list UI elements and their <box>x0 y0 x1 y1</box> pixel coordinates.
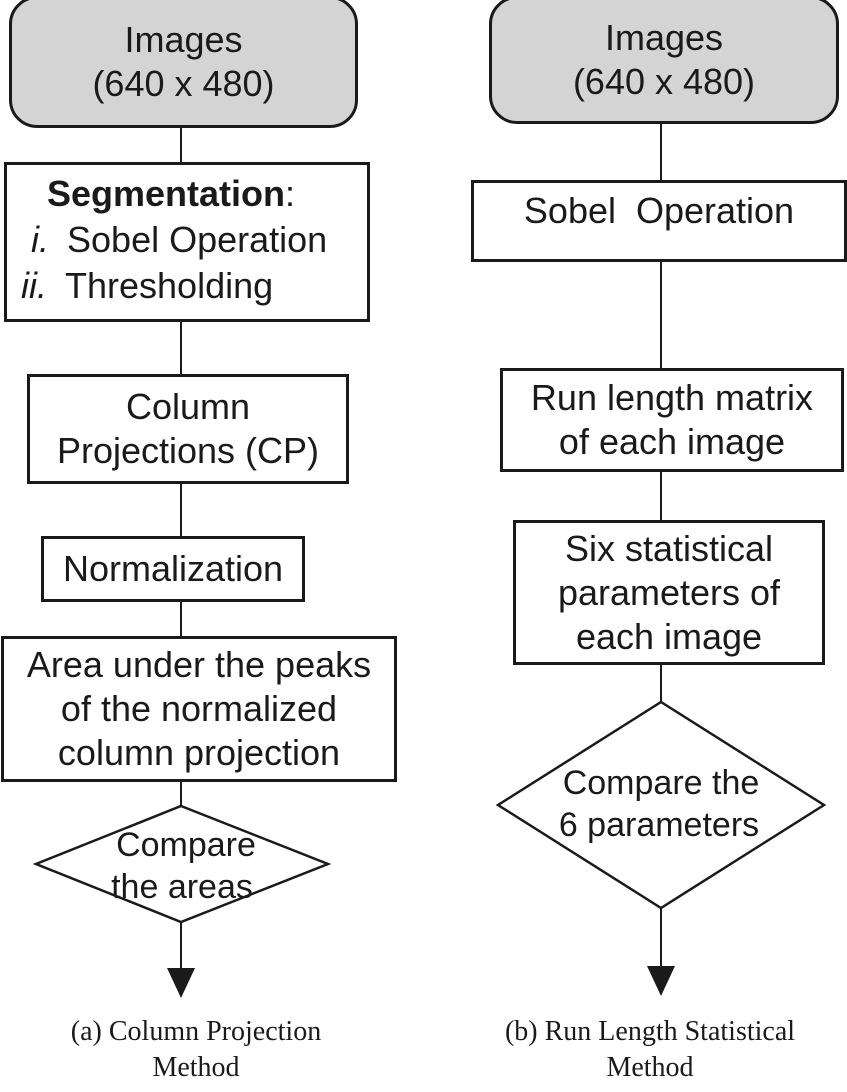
right-caption: (b) Run Length Statistical Method <box>470 1014 830 1086</box>
left-compare-line2: the areas <box>111 868 253 906</box>
six-params-line1: Six statistical <box>564 527 774 569</box>
segmentation-item-thresholding: ii. Thresholding <box>21 263 273 309</box>
left-caption: (a) Column Projection Method <box>16 1014 376 1086</box>
run-length-matrix-box: Run length matrix of each image <box>500 368 844 472</box>
left-caption-line1: (a) Column Projection <box>70 1016 322 1047</box>
right-compare-label: Compare the 6 parameters <box>538 762 798 846</box>
area-line2: of the normalized <box>60 688 338 729</box>
segmentation-item-label: Sobel Operation <box>67 219 328 260</box>
right-caption-line1: (b) Run Length Statistical <box>504 1016 796 1047</box>
area-line1: Area under the peaks <box>26 644 372 685</box>
six-params-line2: parameters of <box>557 571 781 613</box>
area-line3: column projection <box>57 732 341 773</box>
sobel-operation-label: Sobel Operation <box>523 190 795 231</box>
left-images-title: Images <box>124 19 243 60</box>
normalization-box: Normalization <box>41 536 305 602</box>
segmentation-heading: Segmentation <box>47 173 286 214</box>
segmentation-item-number: ii. <box>21 265 47 306</box>
column-projections-line1: Column <box>125 386 251 427</box>
segmentation-colon: : <box>285 173 296 214</box>
right-images-box: Images (640 x 480) <box>489 0 839 124</box>
column-projections-line2: Projections (CP) <box>56 430 320 471</box>
run-length-line1: Run length matrix <box>530 377 814 418</box>
right-arrowhead <box>647 966 675 996</box>
left-compare-label: Compare the areas <box>96 824 276 908</box>
right-compare-diamond <box>495 700 827 910</box>
six-params-line3: each image <box>575 615 763 657</box>
left-compare-diamond <box>32 804 332 924</box>
area-under-peaks-box: Area under the peaks of the normalized c… <box>1 636 397 782</box>
left-compare-line1: Compare <box>116 826 256 864</box>
segmentation-item-number: i. <box>31 219 49 260</box>
sobel-operation-box: Sobel Operation <box>471 180 847 262</box>
left-images-size: (640 x 480) <box>92 63 275 104</box>
left-arrowhead <box>167 968 195 998</box>
left-caption-line2: Method <box>152 1052 240 1083</box>
segmentation-item-label: Thresholding <box>65 265 274 306</box>
right-caption-line2: Method <box>606 1052 694 1083</box>
run-length-line2: of each image <box>558 421 786 462</box>
right-compare-line1: Compare the <box>562 764 760 802</box>
column-projections-box: Column Projections (CP) <box>27 374 349 484</box>
normalization-label: Normalization <box>62 548 284 589</box>
segmentation-title: Segmentation: <box>21 171 295 217</box>
right-images-title: Images <box>604 17 724 58</box>
segmentation-box: Segmentation: i. Sobel Operation ii. Thr… <box>4 162 370 322</box>
six-parameters-box: Six statistical parameters of each image <box>513 520 825 665</box>
segmentation-item-sobel: i. Sobel Operation <box>21 217 327 263</box>
right-images-size: (640 x 480) <box>572 61 756 102</box>
left-images-box: Images (640 x 480) <box>9 0 358 128</box>
right-compare-line2: 6 parameters <box>558 806 760 844</box>
